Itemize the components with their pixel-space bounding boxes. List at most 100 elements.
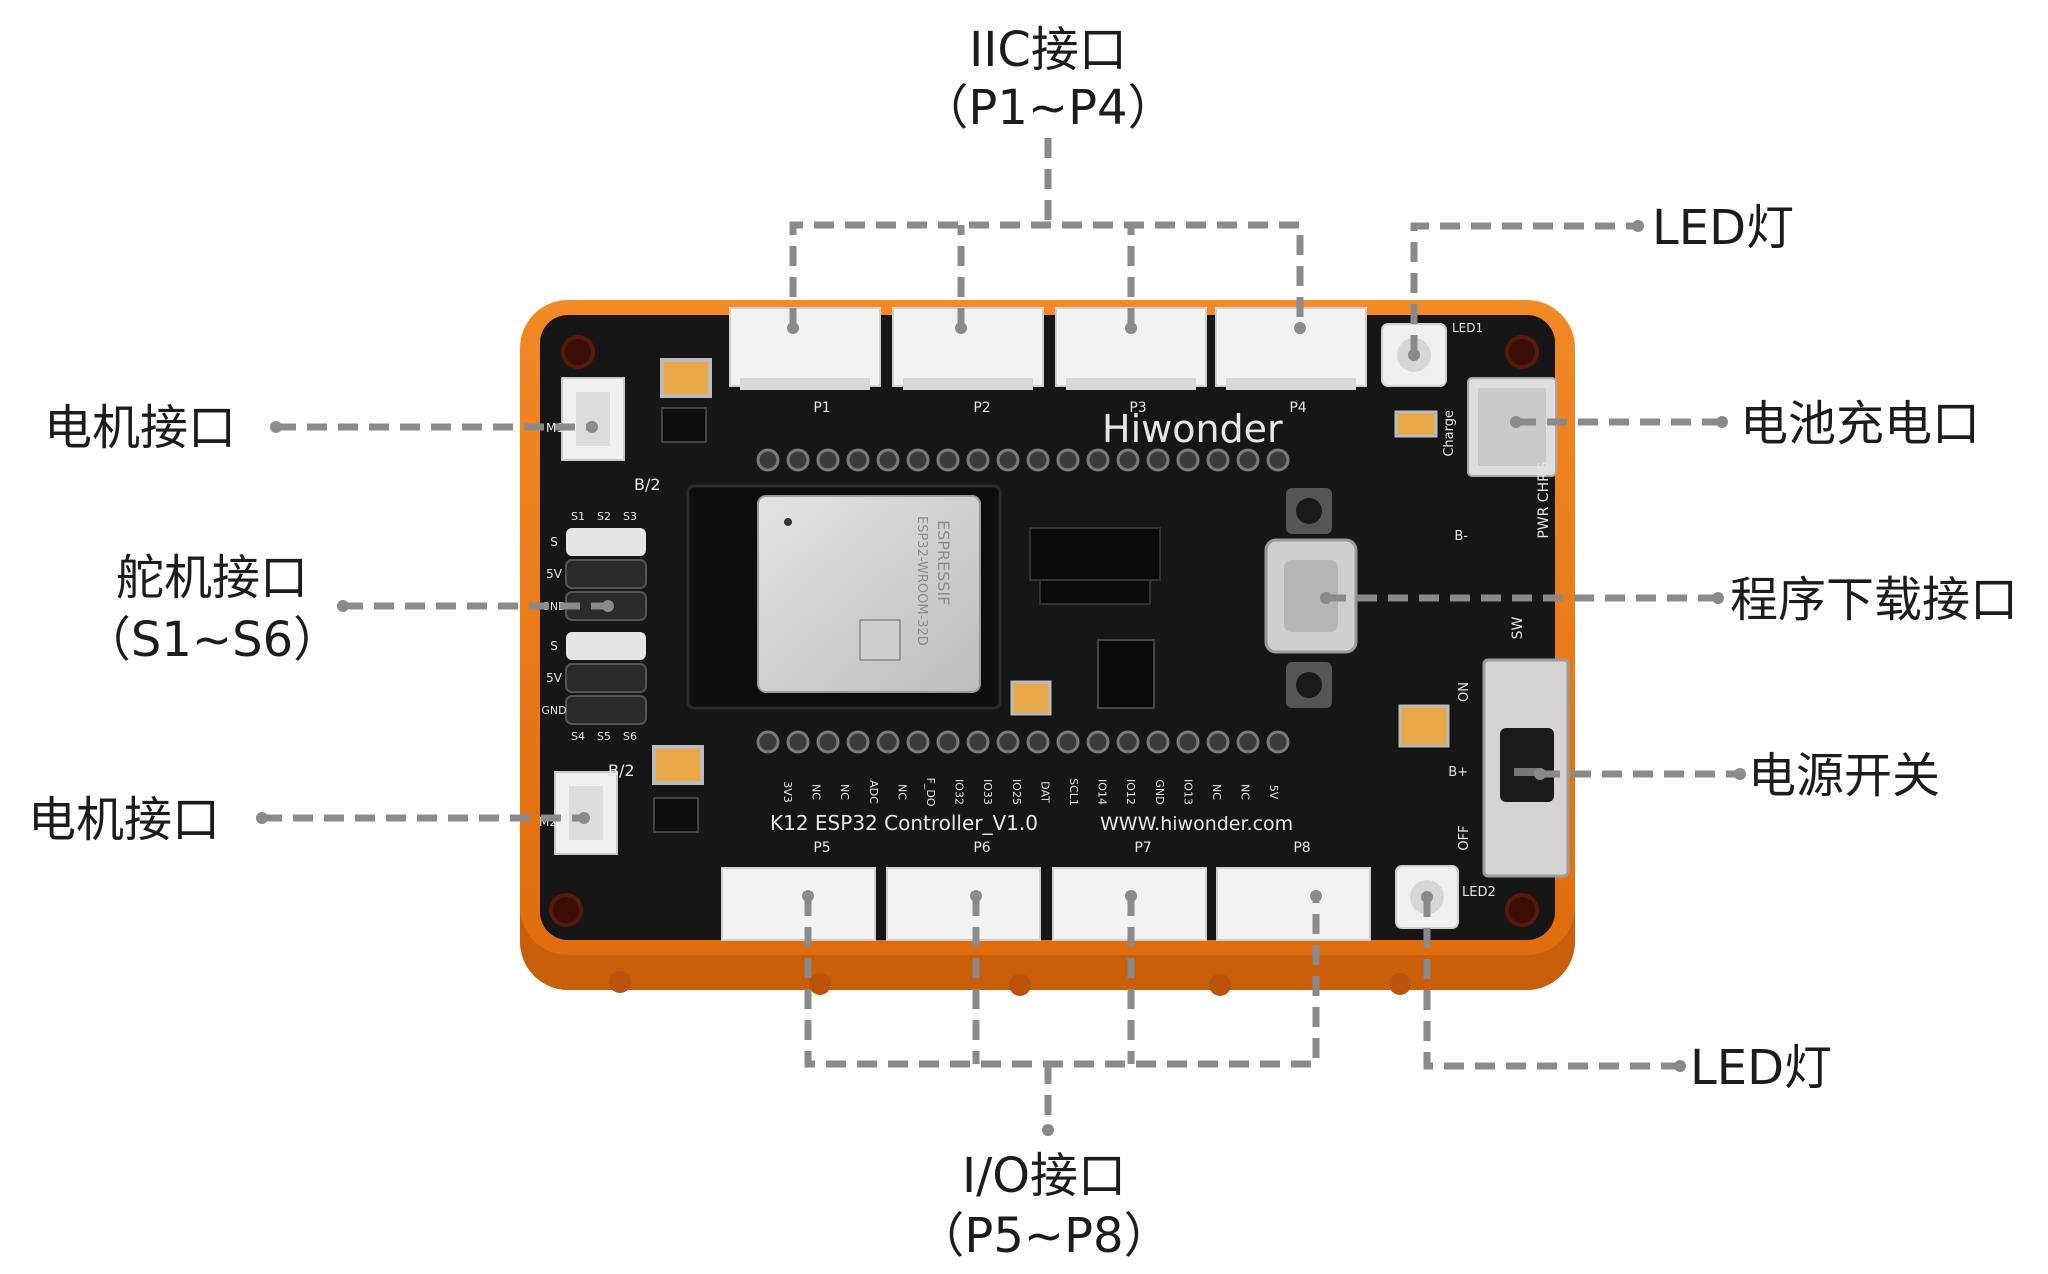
port-label-p1: P1	[813, 400, 830, 416]
header-pin	[1116, 448, 1140, 472]
servo-title-callout: 舵机接口	[116, 550, 308, 606]
mount-hole	[1505, 893, 1539, 927]
header-pin	[786, 448, 810, 472]
header-pin	[966, 448, 990, 472]
header-pin	[1266, 730, 1290, 754]
led-top-callout: LED灯	[1652, 200, 1794, 256]
io-port-p8	[1216, 867, 1371, 941]
pin-label: NC	[895, 784, 908, 800]
io-range-callout: （P5~P8）	[916, 1208, 1171, 1264]
b-minus-label: B-	[1454, 529, 1468, 544]
board-brand: Hiwonder	[1102, 407, 1283, 451]
servo-label-5v: 5V	[546, 671, 563, 685]
io-port-p6	[886, 867, 1041, 941]
motor-top-callout: 电机接口	[44, 400, 236, 456]
mount-hole	[549, 893, 583, 927]
board-url: WWW.hiwonder.com	[1100, 813, 1293, 835]
header-pin	[1176, 730, 1200, 754]
smd-component	[1010, 680, 1052, 716]
leader-lines	[256, 138, 1746, 1136]
header-pin	[1056, 448, 1080, 472]
esp32-module: ESPRESSIF ESP32-WROOM-32D	[686, 484, 1002, 710]
pin-label: IO12	[1124, 779, 1137, 805]
smd-component	[1398, 704, 1450, 748]
pin-label: IO33	[981, 779, 994, 805]
servo-top-s1: S1	[571, 510, 585, 523]
header-pin	[1086, 730, 1110, 754]
servo-bottom-s5: S5	[597, 730, 611, 743]
driver-chip	[653, 797, 699, 833]
io-connectors: P5 P6 P7 P8	[721, 840, 1371, 941]
header-pin	[786, 730, 810, 754]
header-pin	[906, 730, 930, 754]
header-pin	[876, 448, 900, 472]
header-pin	[936, 730, 960, 754]
pin-label: 5V	[1267, 785, 1280, 800]
header-pin	[936, 448, 960, 472]
pin-label: F_DO	[924, 778, 937, 807]
pin-label: ADC	[867, 780, 880, 804]
smd-component	[1394, 410, 1438, 438]
header-pin	[1206, 730, 1230, 754]
iic-range-callout: （P1~P4）	[920, 80, 1175, 136]
qr-code	[859, 619, 901, 661]
io-port-p5	[721, 867, 876, 941]
mount-hole	[561, 335, 595, 369]
header-pins-bottom	[756, 730, 1290, 754]
pin-label: SCL1	[1067, 778, 1080, 806]
servo-headers: S1 S2 S3 S 5V GND S 5V GND S4 S5 S6	[541, 510, 647, 743]
reset-button	[1286, 488, 1332, 534]
header-pin	[1146, 730, 1170, 754]
header-pin	[846, 730, 870, 754]
header-pin	[846, 448, 870, 472]
header-pin	[1236, 448, 1260, 472]
pin-label: GND	[1153, 779, 1166, 804]
header-pin	[1086, 448, 1110, 472]
led-bottom-callout: LED灯	[1690, 1040, 1832, 1096]
header-pin	[1266, 448, 1290, 472]
servo-label-s: S	[550, 639, 558, 653]
sw-label: SW	[1510, 616, 1526, 639]
battery-charge-port	[1467, 377, 1557, 477]
header-pin	[876, 730, 900, 754]
pwr-chrg-label: PWR CHRG	[1536, 461, 1552, 538]
program-download-callout: 程序下载接口	[1730, 572, 2018, 628]
port-label-p2: P2	[973, 400, 990, 416]
iic-port-p4	[1215, 307, 1367, 390]
servo-top-s3: S3	[623, 510, 637, 523]
pin-label: IO32	[953, 779, 966, 805]
regulator	[1097, 639, 1155, 709]
module-brand: ESPRESSIF	[934, 520, 953, 605]
io-title-callout: I/O接口	[962, 1148, 1126, 1204]
pin-label: NC	[810, 784, 823, 800]
iic-connectors: P1 P2 P3 P4	[729, 307, 1367, 416]
header-pin	[756, 730, 780, 754]
header-pin	[1116, 730, 1140, 754]
header-pin	[756, 448, 780, 472]
pin-label: IO14	[1096, 779, 1109, 805]
power-switch-callout: 电源开关	[1748, 748, 1940, 804]
servo-label-s: S	[550, 535, 558, 549]
port-label-p5: P5	[813, 840, 830, 856]
pin-label: IO25	[1010, 779, 1023, 805]
port-label-p4: P4	[1289, 400, 1306, 416]
header-pin	[1176, 448, 1200, 472]
capacitor	[660, 358, 712, 398]
pin-label: 3V3	[781, 781, 794, 803]
b-plus-label: B+	[1448, 765, 1468, 780]
led2-label: LED2	[1462, 885, 1496, 900]
module-name: ESP32-WROOM-32D	[914, 516, 929, 646]
port-label-p8: P8	[1293, 840, 1310, 856]
header-pin	[816, 448, 840, 472]
iic-port-p1	[729, 307, 881, 390]
header-pin	[966, 730, 990, 754]
header-pin	[1206, 448, 1230, 472]
ic-chip	[1039, 579, 1151, 605]
servo-bottom-s4: S4	[571, 730, 585, 743]
driver-chip	[661, 407, 707, 443]
pin-label: NC	[838, 784, 851, 800]
header-pin	[996, 730, 1020, 754]
servo-range-callout: （S1~S6）	[83, 612, 341, 668]
pin-label: NC	[1210, 784, 1223, 800]
